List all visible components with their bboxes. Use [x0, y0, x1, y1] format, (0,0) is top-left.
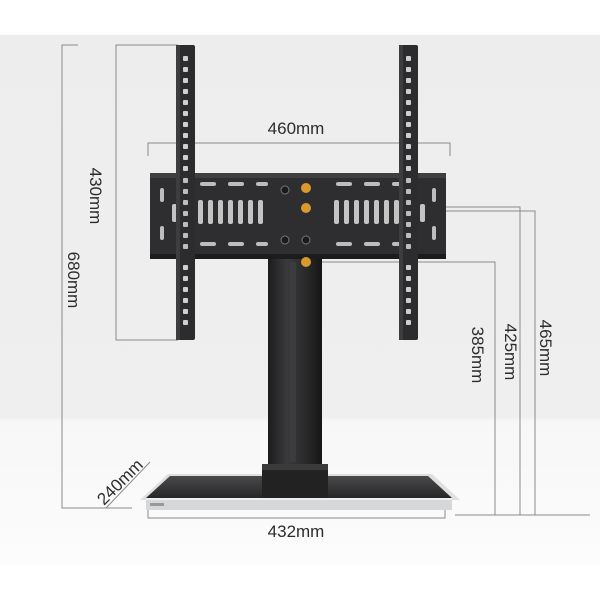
label-overall-height: 680mm	[64, 252, 83, 309]
arm-hole	[406, 189, 411, 194]
arm-hole	[406, 100, 411, 105]
arm-hole	[183, 67, 188, 72]
arm-hole	[183, 200, 188, 205]
arm-hole	[183, 244, 188, 249]
arm-hole	[183, 287, 188, 292]
arm-hole	[406, 78, 411, 83]
arm-hole	[183, 211, 188, 216]
arm-hole	[406, 287, 411, 292]
arm-hole	[183, 133, 188, 138]
bracket-arm-holes	[183, 56, 411, 325]
arm-hole	[406, 111, 411, 116]
arm-hole	[183, 122, 188, 127]
label-bracket-width: 460mm	[268, 119, 325, 138]
gold-screw-top	[301, 183, 311, 193]
arm-hole	[183, 78, 188, 83]
bottom-white-band	[0, 565, 600, 600]
arm-hole	[183, 178, 188, 183]
arm-hole	[183, 189, 188, 194]
arm-hole	[406, 56, 411, 61]
arm-hole	[406, 320, 411, 325]
gold-screw-bottom	[301, 257, 311, 267]
stand-pole	[262, 258, 328, 498]
label-height-385: 385mm	[468, 327, 487, 384]
arm-hole	[183, 265, 188, 270]
arm-hole	[183, 155, 188, 160]
arm-hole	[183, 56, 188, 61]
arm-hole	[183, 309, 188, 314]
arm-hole	[406, 211, 411, 216]
label-height-425: 425mm	[501, 324, 520, 381]
mounting-plate	[150, 173, 446, 267]
arm-hole	[406, 200, 411, 205]
arm-hole	[183, 100, 188, 105]
arm-hole	[406, 144, 411, 149]
arm-hole	[406, 276, 411, 281]
top-white-band	[0, 0, 600, 35]
arm-hole	[406, 244, 411, 249]
gold-screw-middle	[301, 203, 311, 213]
arm-hole	[406, 133, 411, 138]
arm-hole	[183, 89, 188, 94]
arm-hole	[183, 320, 188, 325]
arm-hole	[406, 89, 411, 94]
arm-hole	[183, 298, 188, 303]
label-bracket-height: 430mm	[86, 168, 105, 225]
arm-hole	[406, 166, 411, 171]
arm-hole	[406, 222, 411, 227]
label-height-465: 465mm	[536, 320, 555, 377]
arm-hole	[406, 178, 411, 183]
arm-hole	[183, 222, 188, 227]
arm-hole	[183, 233, 188, 238]
arm-hole	[183, 166, 188, 171]
arm-hole	[406, 265, 411, 270]
dimension-lines	[61, 44, 590, 519]
arm-hole	[406, 309, 411, 314]
arm-hole	[183, 276, 188, 281]
label-base-width: 432mm	[268, 522, 325, 541]
arm-hole	[406, 233, 411, 238]
arm-hole	[406, 67, 411, 72]
arm-hole	[406, 298, 411, 303]
arm-hole	[183, 111, 188, 116]
arm-hole	[406, 122, 411, 127]
arm-hole	[406, 155, 411, 160]
arm-hole	[183, 144, 188, 149]
